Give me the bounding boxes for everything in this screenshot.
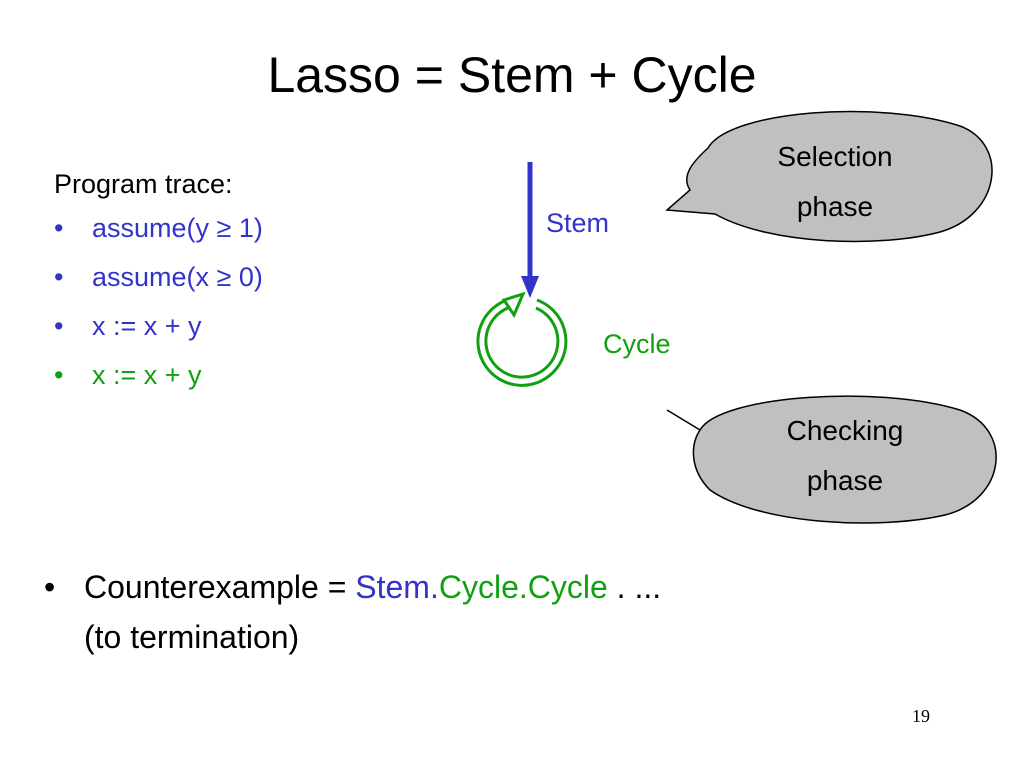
program-trace-heading: Program trace: [54, 169, 233, 199]
cycle-label: Cycle [603, 329, 671, 359]
callout-line: phase [796, 191, 874, 222]
bullet: • [54, 213, 64, 243]
checking-callout-bubble [666, 395, 997, 524]
counterexample-cycle: Cycle.Cycle [438, 569, 608, 605]
cycle-loop-outer [476, 297, 568, 387]
trace-item-2: • assume(x ≥ 0) [54, 259, 263, 308]
counterexample-suffix: . ... [607, 569, 662, 605]
selection-phase-text: Selection phase [730, 132, 940, 232]
cycle-arrowhead [501, 291, 526, 319]
termination-line: (to termination) [84, 619, 300, 655]
counterexample-bullet: • Counterexample = Stem.Cycle.Cycle . ..… [44, 562, 661, 662]
stem-arrowhead [521, 276, 539, 298]
counterexample-prefix: Counterexample = [84, 569, 356, 605]
trace-item-text: x := x + y [92, 311, 202, 341]
page-number: 19 [912, 706, 930, 726]
checking-phase-text: Checking phase [740, 406, 950, 506]
trace-item-text: assume(x ≥ 0) [92, 262, 263, 292]
trace-item-4: • x := x + y [54, 357, 263, 406]
selection-callout-bubble [665, 110, 993, 243]
trace-item-text: x := x + y [92, 360, 202, 390]
callout-line: Checking [786, 415, 904, 446]
counterexample-stem: Stem. [355, 569, 439, 605]
callout-line: Selection [777, 141, 893, 172]
bullet: • [44, 569, 56, 605]
trace-item-text: assume(y ≥ 1) [92, 213, 263, 243]
bullet: • [54, 262, 64, 292]
callout-line: phase [806, 465, 884, 496]
slide-title: Lasso = Stem + Cycle [267, 47, 757, 103]
bullet: • [54, 311, 64, 341]
trace-item-1: • assume(y ≥ 1) [54, 210, 263, 259]
trace-item-3: • x := x + y [54, 308, 263, 357]
bullet: • [54, 360, 64, 390]
stem-label: Stem [546, 208, 610, 238]
program-trace-list: • assume(y ≥ 1) • assume(x ≥ 0) • x := x… [54, 210, 263, 406]
counterexample-line: Counterexample = Stem.Cycle.Cycle . ... [44, 562, 661, 612]
cycle-loop-inner [484, 304, 560, 379]
